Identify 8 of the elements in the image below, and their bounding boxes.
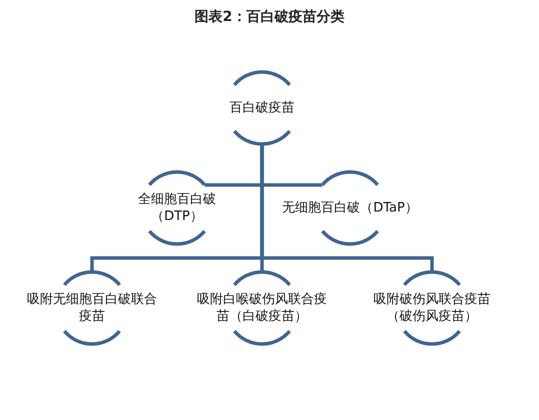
node-label: 吸附白喉破伤风联合疫苗（白破疫苗） (196, 291, 328, 325)
node-label: 吸附破伤风联合疫苗（破伤风疫苗） (372, 291, 492, 325)
chart-title: 图表2：百白破疫苗分类 (194, 8, 346, 26)
node-label: 全细胞百白破（DTP） (137, 191, 217, 225)
node-label: 无细胞百白破（DTaP） (281, 200, 419, 216)
node-label: 百白破疫苗 (228, 100, 296, 116)
node-label: 吸附无细胞百白破联合疫苗 (26, 291, 158, 325)
connector-line (260, 144, 434, 272)
